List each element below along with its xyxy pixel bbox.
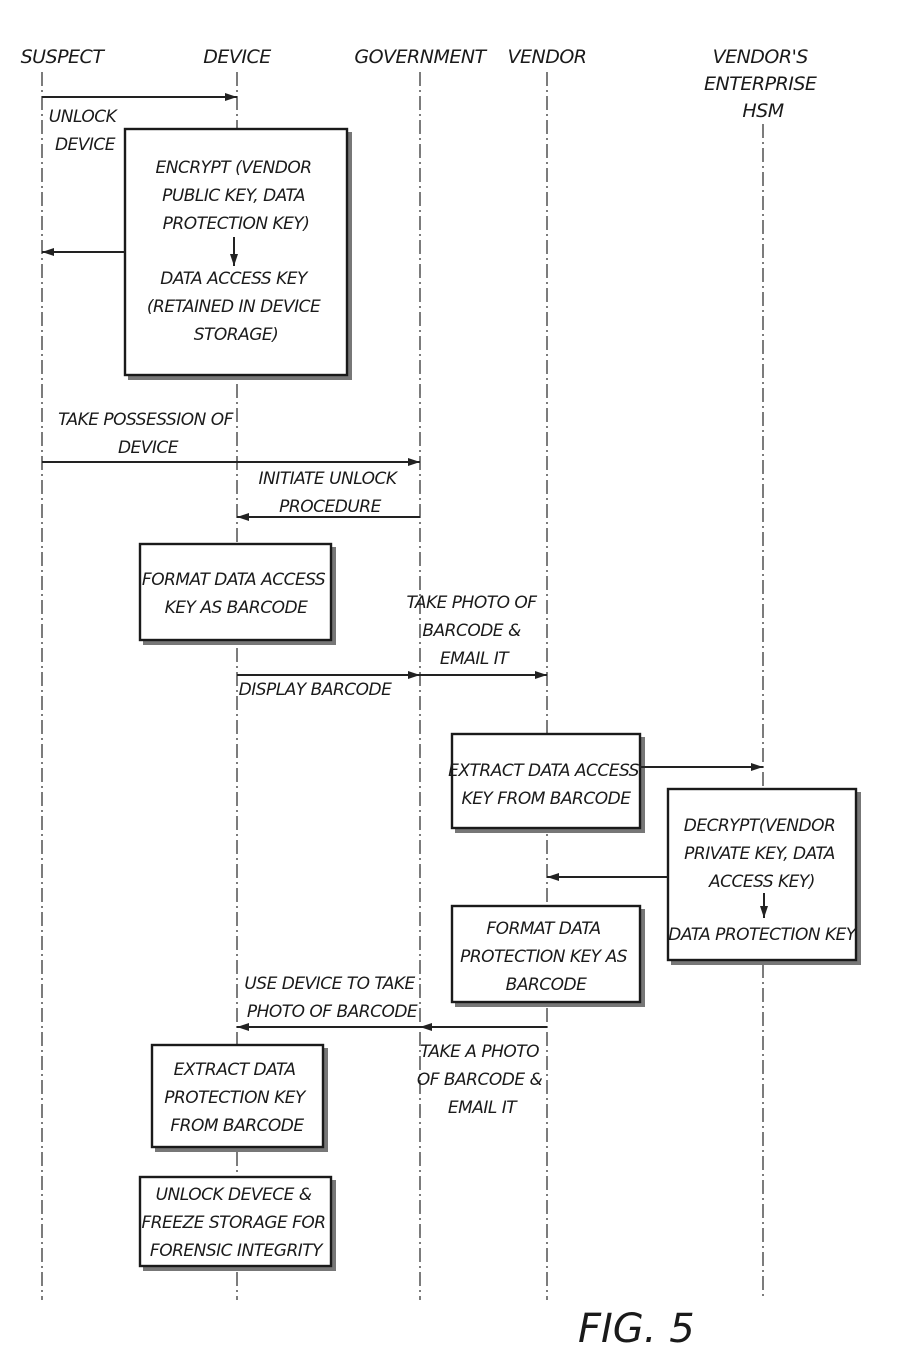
box-encrypt — [123, 127, 349, 377]
box-extract-access-key — [450, 732, 642, 830]
box-data-access-key-text: DATA ACCESS KEY (RETAINED IN DEVICE STOR… — [147, 269, 325, 345]
lifeline-header-suspect: SUSPECT — [21, 46, 106, 68]
box-decrypt — [666, 787, 858, 962]
box-extract-protection-key-text: EXTRACT DATA PROTECTION KEY FROM BARCODE — [164, 1060, 310, 1136]
label-use-device-photo: USE DEVICE TO TAKE PHOTO OF BARCODE — [244, 974, 419, 1022]
box-format-protection-key-text: FORMAT DATA PROTECTION KEY AS BARCODE — [460, 919, 632, 995]
box-extract-protection-key — [150, 1043, 325, 1149]
box-encrypt-text: ENCRYPT (VENDOR PUBLIC KEY, DATA PROTECT… — [156, 158, 317, 234]
label-initiate-unlock: INITIATE UNLOCK PROCEDURE — [259, 469, 402, 517]
box-extract-access-key-text: EXTRACT DATA ACCESS KEY FROM BARCODE — [448, 761, 644, 809]
box-data-protection-key-text: DATA PROTECTION KEY — [668, 925, 858, 945]
box-decrypt-text: DECRYPT(VENDOR PRIVATE KEY, DATA ACCESS … — [684, 816, 840, 892]
box-format-protection-key — [450, 904, 642, 1004]
lifeline-header-device: DEVICE — [203, 46, 271, 68]
lifeline-header-vendor: VENDOR — [507, 46, 586, 68]
label-unlock-device: UNLOCK DEVICE — [49, 107, 121, 155]
lifeline-header-government: GOVERNMENT — [354, 46, 487, 68]
label-take-photo-email: TAKE PHOTO OF BARCODE & EMAIL IT — [407, 593, 542, 669]
box-unlock-freeze — [138, 1175, 333, 1268]
box-format-access-key — [138, 542, 333, 642]
lifeline-header-hsm: VENDOR'S ENTERPRISE HSM — [704, 46, 822, 122]
figure-label: FIG. 5 — [578, 1306, 695, 1352]
box-unlock-freeze-text: UNLOCK DEVECE & FREEZE STORAGE FOR FOREN… — [141, 1185, 330, 1261]
label-take-a-photo-email: TAKE A PHOTO OF BARCODE & EMAIL IT — [417, 1042, 547, 1118]
label-take-possession: TAKE POSSESSION OF DEVICE — [58, 410, 238, 458]
label-display-barcode: DISPLAY BARCODE — [239, 680, 392, 700]
box-format-access-key-text: FORMAT DATA ACCESS KEY AS BARCODE — [142, 570, 330, 618]
